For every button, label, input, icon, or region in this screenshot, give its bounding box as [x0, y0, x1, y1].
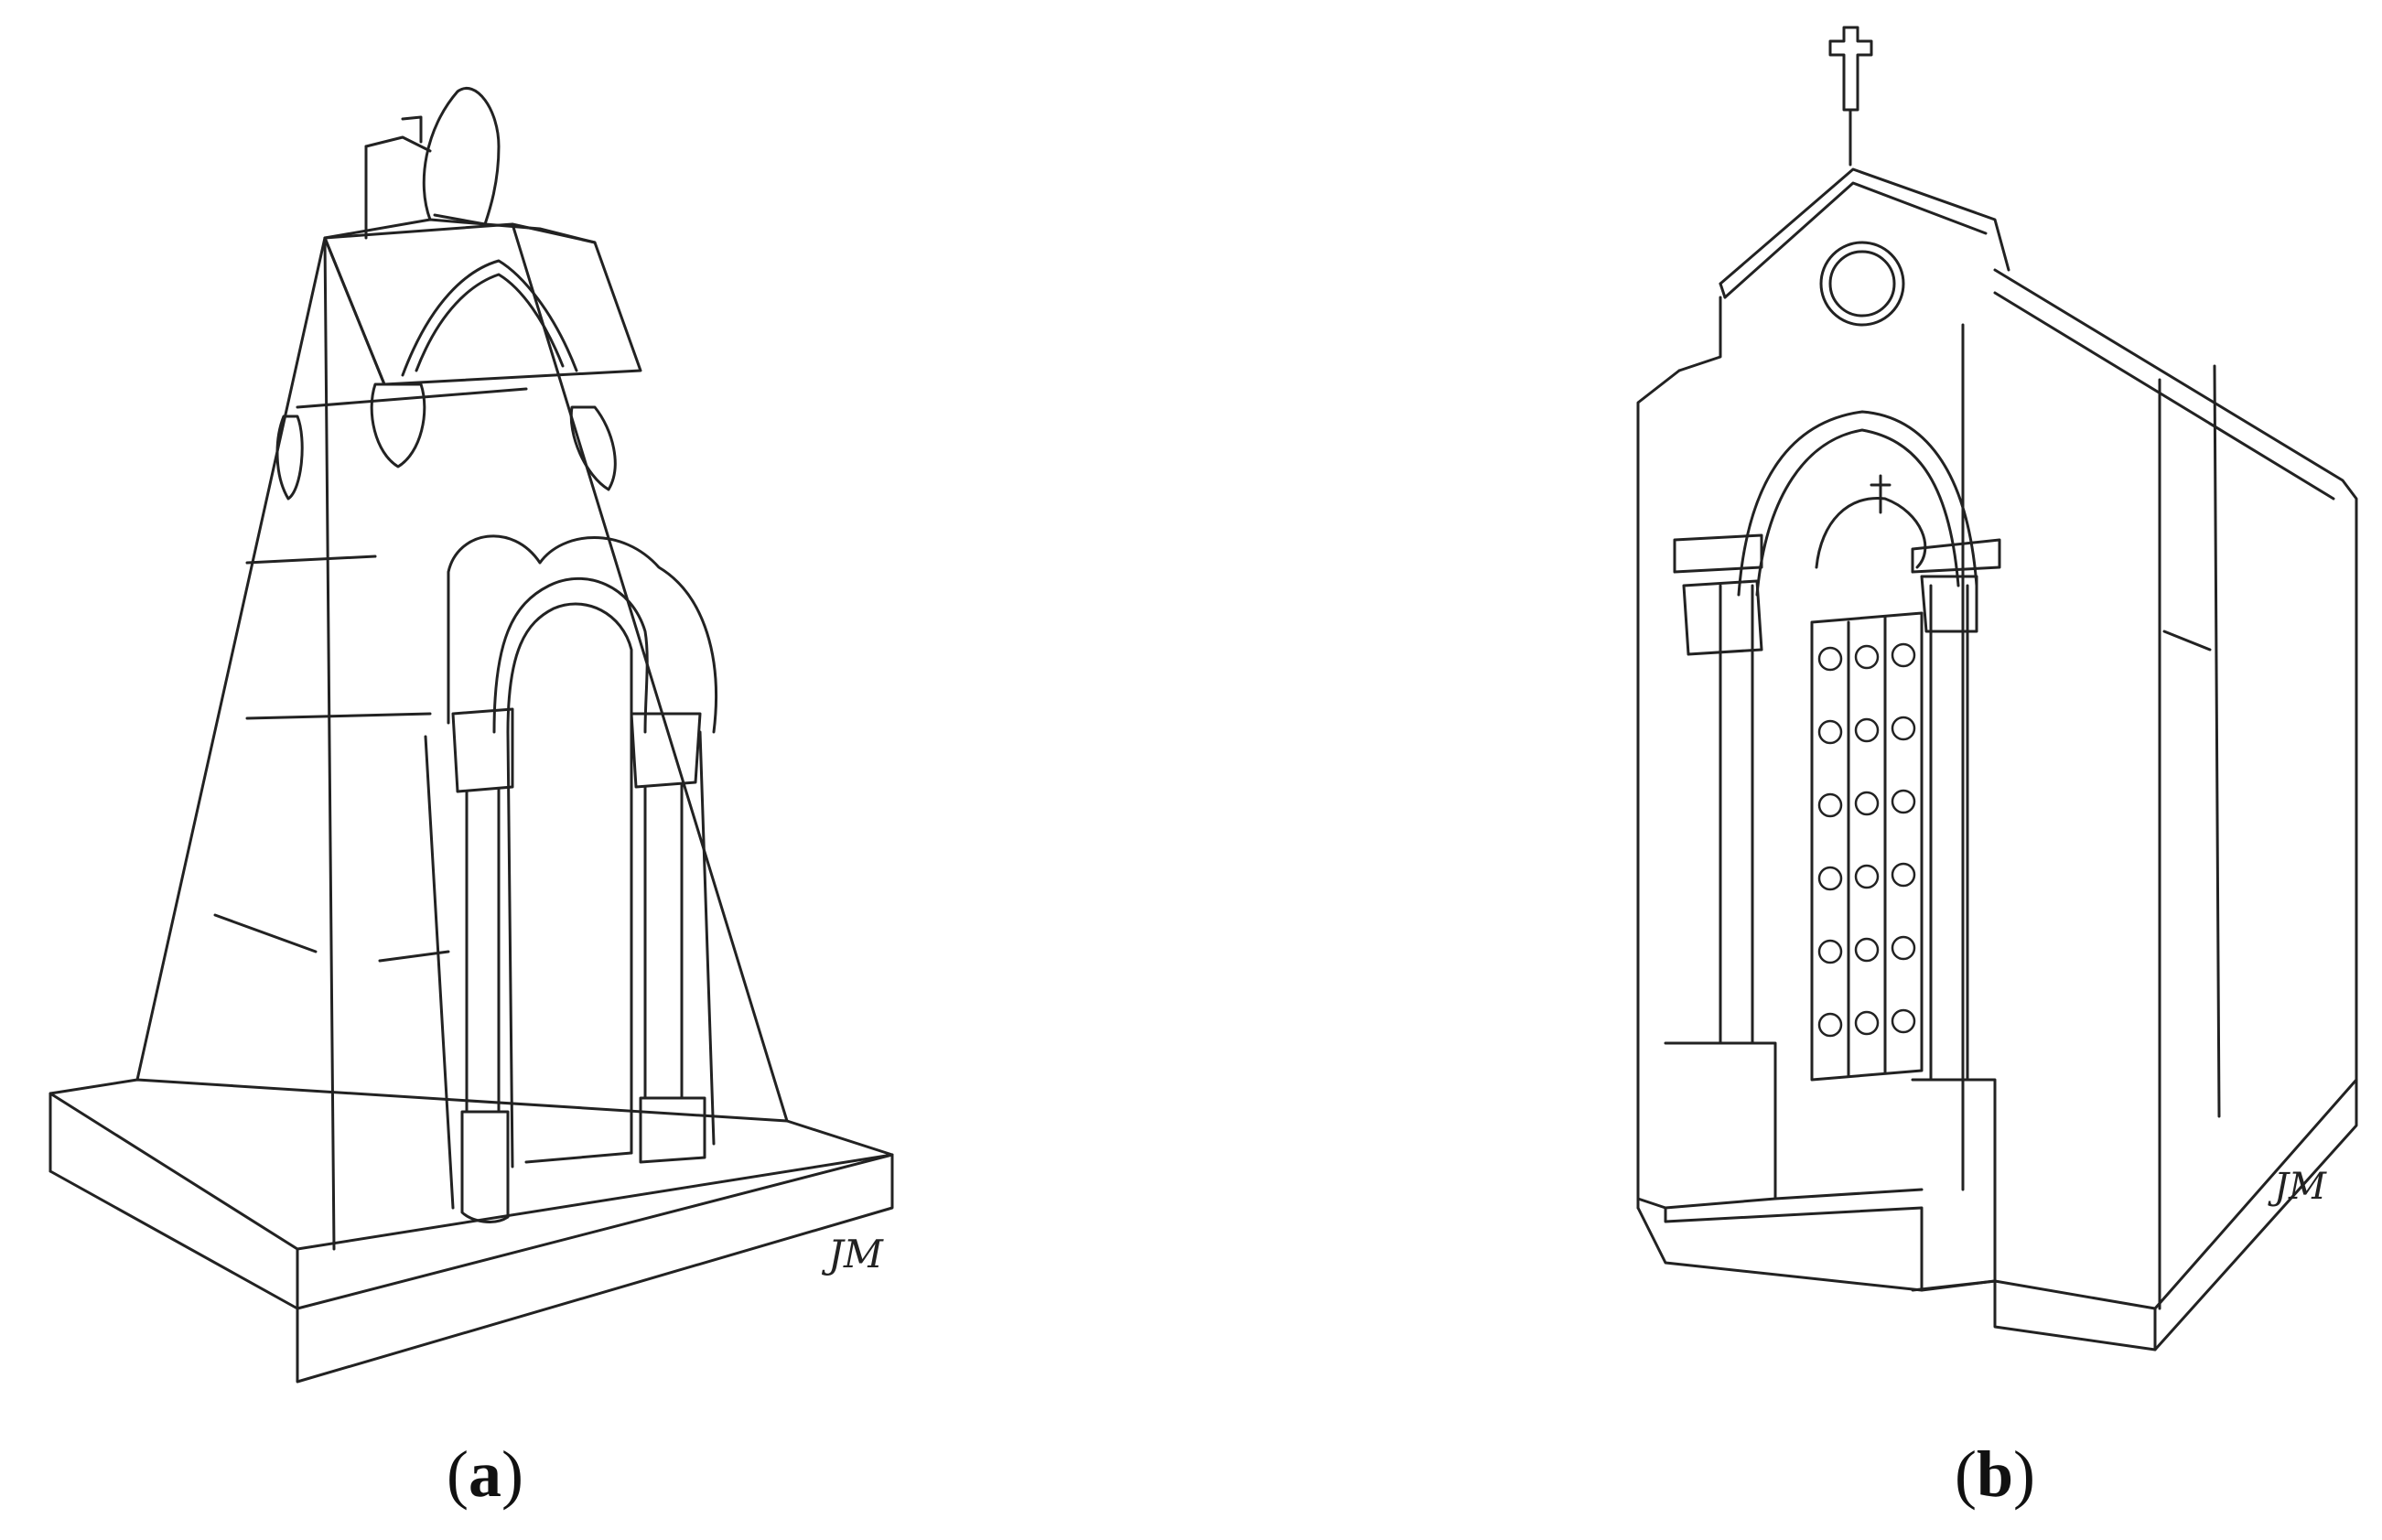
lamb-relief	[1815, 496, 1927, 569]
arch-doorway-outer	[447, 534, 717, 734]
capital-left	[451, 707, 514, 793]
corbel-left	[275, 415, 304, 501]
caption-b: (b)	[1812, 1437, 2178, 1513]
drawing-panel-a: JM	[0, 0, 1190, 1540]
plinth-left	[1664, 1041, 1777, 1210]
mausoleum-drawing: JM	[1636, 26, 2358, 1352]
pediment	[1719, 167, 2010, 285]
caption-a-close: )	[501, 1438, 523, 1511]
drawing-panel-b: JM	[1190, 0, 2382, 1540]
rose-window	[1819, 241, 1905, 327]
capital-right	[630, 712, 702, 789]
flame-finial	[422, 87, 501, 226]
plinth-right	[1911, 1078, 1997, 1292]
artist-signature-b: JM	[2268, 1166, 2327, 1208]
pyramid-body	[135, 222, 789, 1123]
pyramid-tomb-drawing: JM	[49, 87, 894, 1384]
caption-a-open: (	[447, 1438, 469, 1511]
entablature	[1673, 533, 1763, 574]
caption-b-open: (	[1954, 1438, 1977, 1511]
column-left	[1719, 584, 1754, 1045]
column-right	[1929, 584, 1969, 1082]
arch-doorway	[492, 576, 649, 734]
artist-signature-a: JM	[821, 1232, 884, 1276]
gate-scrolls	[1817, 642, 1916, 1038]
arch	[1737, 410, 1978, 597]
caption-b-letter: b	[1976, 1438, 2014, 1511]
corbel-right	[569, 405, 617, 491]
caption-a: (a)	[302, 1437, 668, 1513]
column-left	[465, 787, 501, 1114]
column-right	[643, 783, 684, 1100]
base-slab	[49, 1078, 894, 1310]
caption-b-close: )	[2013, 1438, 2035, 1511]
entrance-steps	[1636, 1197, 1924, 1292]
top-cap	[323, 218, 642, 386]
caption-a-letter: a	[469, 1438, 501, 1511]
wrought-iron-gate	[1810, 611, 1924, 1082]
corbel-center	[370, 382, 426, 468]
cross-finial	[1828, 26, 1873, 112]
